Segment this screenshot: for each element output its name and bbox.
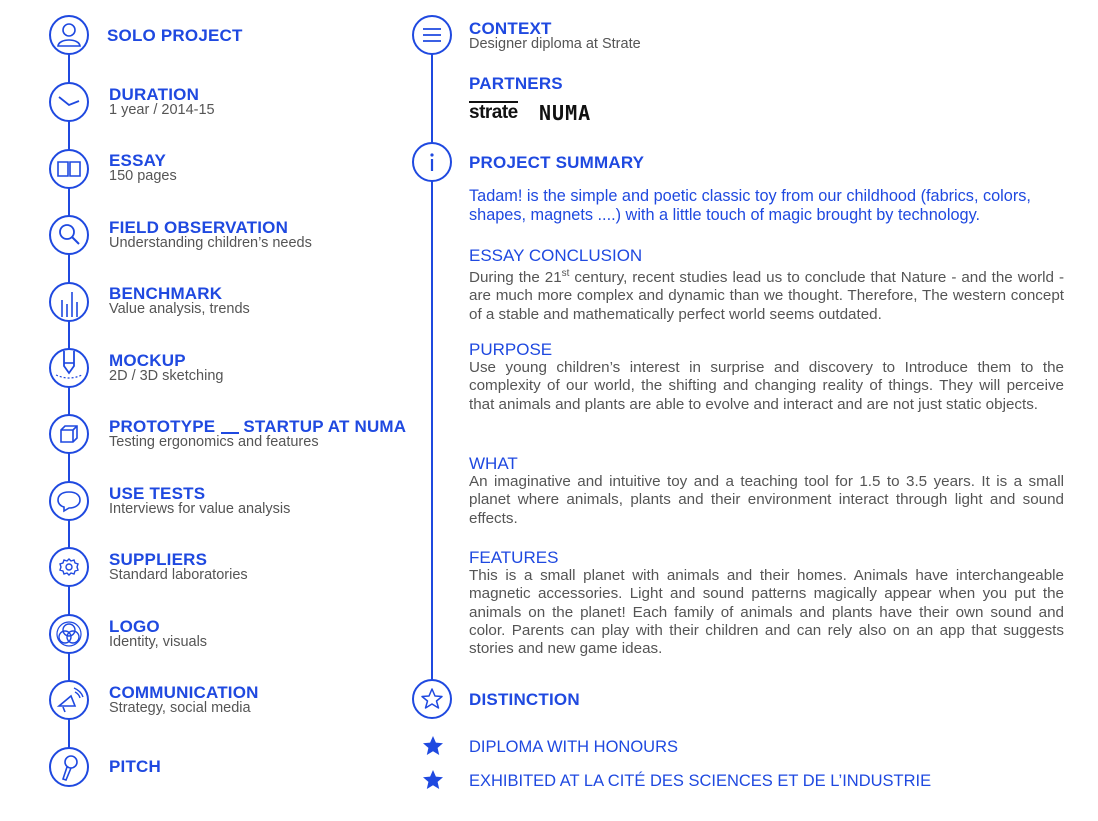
what-text: An imaginative and intuitive toy and a t… <box>469 473 1064 527</box>
venn-circles-icon <box>49 614 89 654</box>
what-heading: WHAT <box>469 454 518 473</box>
star-filled-icon <box>423 770 443 789</box>
step-subtitle-communication: Strategy, social media <box>109 700 251 716</box>
startup-at-numa-label: STARTUP AT NUMA <box>243 417 407 436</box>
step-title-essay: ESSAY <box>109 151 167 170</box>
book-icon <box>49 149 89 189</box>
speech-bubble-icon <box>49 481 89 521</box>
essay-text-end: century, recent studies lead us to concl… <box>469 269 1064 323</box>
prototype-dash <box>221 432 240 434</box>
step-title-logo: LOGO <box>109 617 160 636</box>
step-subtitle-suppliers: Standard laboratories <box>109 567 248 583</box>
distinction-title: DISTINCTION <box>469 690 580 709</box>
partners-title: PARTNERS <box>469 74 563 93</box>
pencil-icon <box>49 348 89 388</box>
features-text: This is a small planet with animals and … <box>469 567 1064 658</box>
purpose-text: Use young children’s interest in surpris… <box>469 359 1064 413</box>
left-timeline-line <box>68 36 70 766</box>
step-title-suppliers: SUPPLIERS <box>109 550 208 569</box>
essay-text-sup: st <box>561 268 570 279</box>
step-subtitle-duration: 1 year / 2014-15 <box>109 102 215 118</box>
prototype-label: PROTOTYPE <box>109 417 216 436</box>
project-summary-lead: Tadam! is the simple and poetic classic … <box>469 187 1031 224</box>
distinction-item-exhibited: EXHIBITED AT LA CITÉ DES SCIENCES ET DE … <box>469 772 932 790</box>
distinction-item-honours: DIPLOMA WITH HONOURS <box>469 738 679 756</box>
step-title-field-observation: FIELD OBSERVATION <box>109 218 289 237</box>
context-title: CONTEXT <box>469 19 552 38</box>
context-subtitle: Designer diploma at Strate <box>469 36 641 52</box>
gear-icon <box>49 547 89 587</box>
bar-chart-icon <box>49 282 89 322</box>
essay-conclusion-heading: ESSAY CONCLUSION <box>469 246 643 265</box>
step-title-duration: DURATION <box>109 85 200 104</box>
step-title-benchmark: BENCHMARK <box>109 284 223 303</box>
megaphone-icon <box>49 680 89 720</box>
step-title-use-tests: USE TESTS <box>109 484 206 503</box>
step-subtitle-use-tests: Interviews for value analysis <box>109 501 291 517</box>
hamburger-menu-icon <box>412 15 452 55</box>
magnifier-icon <box>49 215 89 255</box>
step-subtitle-prototype: Testing ergonomics and features <box>109 434 319 450</box>
clock-icon <box>49 82 89 122</box>
cube-icon <box>49 414 89 454</box>
essay-text-start: During the 21 <box>469 269 562 287</box>
step-title-mockup: MOCKUP <box>109 351 186 370</box>
project-summary-title: PROJECT SUMMARY <box>469 153 645 172</box>
purpose-heading: PURPOSE <box>469 340 553 359</box>
star-filled-icon <box>423 736 443 755</box>
features-heading: FEATURES <box>469 548 559 567</box>
step-title-prototype: PROTOTYPE STARTUP AT NUMA <box>109 417 406 436</box>
step-subtitle-benchmark: Value analysis, trends <box>109 301 250 317</box>
info-icon <box>412 142 452 182</box>
microphone-icon <box>49 747 89 787</box>
strate-logo: strate <box>469 101 518 123</box>
step-subtitle-mockup: 2D / 3D sketching <box>109 368 224 384</box>
person-icon <box>49 15 89 55</box>
step-title-solo-project: SOLO PROJECT <box>107 26 243 45</box>
step-subtitle-logo: Identity, visuals <box>109 634 208 650</box>
step-subtitle-field-observation: Understanding children’s needs <box>109 235 312 251</box>
numa-logo: NUMA <box>539 101 592 125</box>
step-subtitle-essay: 150 pages <box>109 168 177 184</box>
right-timeline-line <box>431 36 433 700</box>
star-outline-icon <box>412 679 452 719</box>
step-title-pitch: PITCH <box>109 757 161 776</box>
step-title-communication: COMMUNICATION <box>109 683 259 702</box>
essay-conclusion-text: During the 21st century, recent studies … <box>469 265 1064 324</box>
